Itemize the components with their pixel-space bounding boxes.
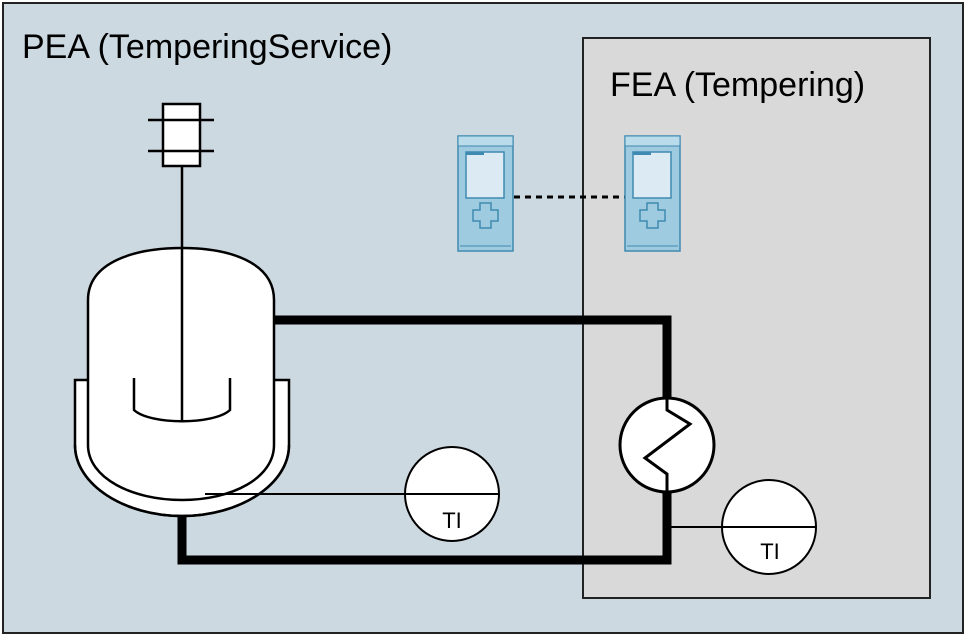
piping-loop — [177, 315, 672, 565]
temperature-indicator-icon — [721, 479, 817, 575]
ti-label: TI — [442, 508, 462, 533]
pea-title: PEA (TemperingService) — [22, 28, 393, 66]
heat-exchanger-icon — [618, 396, 716, 494]
fea-title: FEA (Tempering) — [610, 66, 866, 104]
ti-label: TI — [760, 539, 780, 564]
plc-controller-icon — [624, 135, 681, 252]
temperature-indicator-icon — [404, 446, 500, 542]
stirrer-shaft — [132, 166, 232, 423]
plc-controller-icon — [457, 135, 514, 252]
stirrer-motor-icon — [148, 102, 214, 168]
